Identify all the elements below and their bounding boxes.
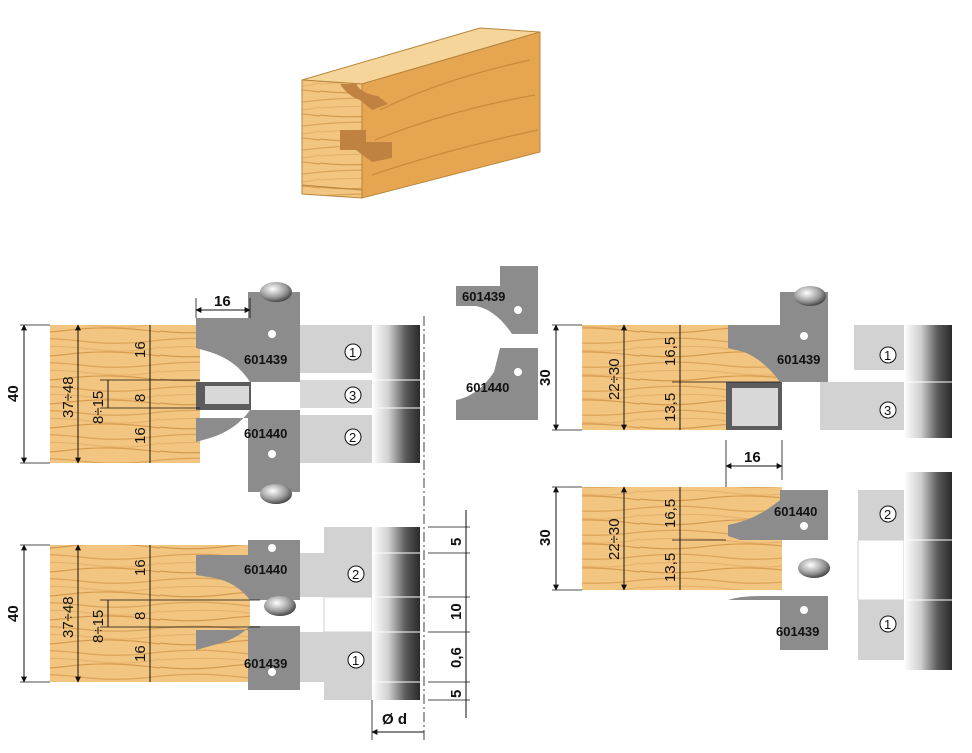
right-top-dim-lower: 13,5 bbox=[662, 393, 679, 422]
left-bottom-dim-middle: 8 bbox=[132, 612, 149, 620]
left-top-dim-bottom: 16 bbox=[132, 427, 149, 444]
left-bottom-cutter-2: 2 bbox=[352, 567, 359, 582]
right-top-dim-total: 30 bbox=[537, 369, 554, 386]
left-top-dim-range: 37÷48 bbox=[60, 376, 77, 418]
right-bottom-assembly: 601440 601439 2 1 30 22÷30 16,5 13,5 bbox=[537, 472, 952, 670]
left-top-assembly: 601439 601440 1 3 2 40 37÷48 8÷15 16 8 1… bbox=[5, 282, 420, 504]
knife-top-label: 601439 bbox=[462, 289, 505, 304]
spacing-dim-bottom: 5 bbox=[448, 690, 465, 698]
right-top-dim-range: 22÷30 bbox=[606, 358, 623, 400]
right-top-cutter-3: 3 bbox=[884, 403, 891, 418]
knife-bottom-label: 601440 bbox=[466, 380, 509, 395]
right-bottom-dim-range: 22÷30 bbox=[606, 518, 623, 560]
left-top-cutter-3: 3 bbox=[349, 388, 356, 403]
right-top-dim-upper: 16,5 bbox=[662, 337, 679, 366]
left-top-cutter-lower-label: 601440 bbox=[244, 426, 287, 441]
left-top-dim-overhang: 16 bbox=[214, 293, 231, 310]
profile-knife-bottom: 601440 bbox=[456, 348, 538, 420]
left-bottom-dim-top: 16 bbox=[132, 559, 149, 576]
right-bottom-dim-lower: 13,5 bbox=[662, 553, 679, 582]
right-bottom-cutter-2: 2 bbox=[884, 507, 891, 522]
right-bottom-cutter-upper-label: 601440 bbox=[774, 504, 817, 519]
left-bottom-dim-total: 40 bbox=[5, 605, 22, 622]
right-bottom-dim-total: 30 bbox=[537, 529, 554, 546]
spacing-dim-top: 5 bbox=[448, 538, 465, 546]
left-bottom-dim-groove: 8÷15 bbox=[90, 610, 107, 643]
right-bottom-dim-upper: 16,5 bbox=[662, 499, 679, 528]
left-bottom-assembly: 601440 601439 2 1 40 37÷48 8÷15 16 8 16 … bbox=[5, 510, 470, 740]
profile-knife-top: 601439 bbox=[456, 266, 538, 334]
bore-diameter-label: Ø d bbox=[382, 711, 407, 728]
left-bottom-dim-bottom: 16 bbox=[132, 645, 149, 662]
left-bottom-cutter-lower-label: 601439 bbox=[244, 656, 287, 671]
spacing-dim-mid: 10 bbox=[448, 603, 465, 620]
left-top-dim-total: 40 bbox=[5, 385, 22, 402]
left-top-cutter-upper-label: 601439 bbox=[244, 352, 287, 367]
right-top-assembly: 601439 1 3 30 22÷30 16,5 13,5 16 bbox=[537, 286, 952, 520]
left-top-cutter-2: 2 bbox=[349, 430, 356, 445]
left-top-dim-middle: 8 bbox=[132, 394, 149, 402]
left-top-dim-top: 16 bbox=[132, 341, 149, 358]
right-top-cutter-1: 1 bbox=[884, 348, 891, 363]
right-top-cutter-label: 601439 bbox=[777, 352, 820, 367]
left-bottom-cutter-1: 1 bbox=[352, 653, 359, 668]
spacing-dim-gap: 0,6 bbox=[448, 647, 465, 668]
left-top-cutter-1: 1 bbox=[349, 345, 356, 360]
left-bottom-dim-range: 37÷48 bbox=[60, 596, 77, 638]
right-dim-depth: 16 bbox=[744, 449, 761, 466]
right-bottom-cutter-1: 1 bbox=[884, 617, 891, 632]
wood-beam-illustration bbox=[301, 27, 541, 199]
right-bottom-cutter-lower-label: 601439 bbox=[776, 624, 819, 639]
left-top-dim-groove: 8÷15 bbox=[90, 391, 107, 424]
left-bottom-cutter-upper-label: 601440 bbox=[244, 562, 287, 577]
